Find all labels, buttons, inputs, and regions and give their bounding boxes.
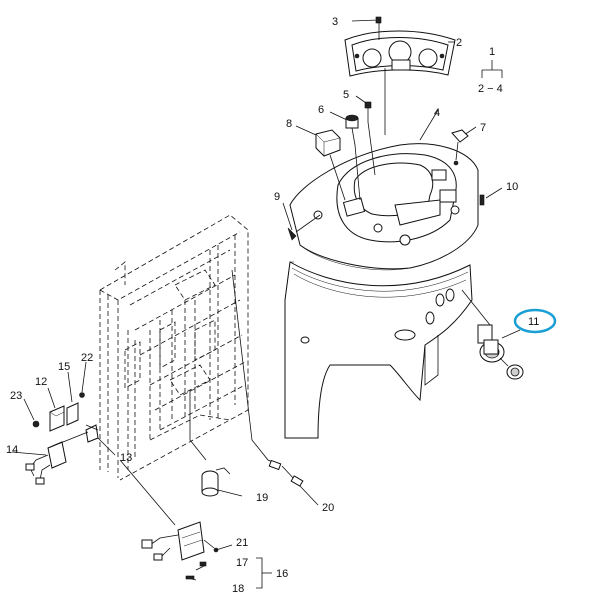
callout-21: 21 — [236, 537, 248, 549]
switch-7 — [451, 126, 477, 166]
callout-20: 20 — [322, 502, 334, 514]
screw-3 — [351, 16, 382, 40]
dash-panel — [289, 143, 479, 271]
callout-2: 2 — [456, 37, 462, 49]
callout-7: 7 — [480, 122, 486, 134]
callout-12: 12 — [35, 376, 47, 388]
callout-15: 15 — [58, 361, 70, 373]
callout-10: 10 — [506, 181, 518, 193]
callout-3: 3 — [332, 16, 338, 28]
leader-lines — [85, 41, 455, 431]
callout-14: 14 — [6, 444, 18, 456]
callout-9: 9 — [274, 191, 280, 203]
frame-assembly — [99, 214, 249, 481]
group-range-label: 2 − 4 — [478, 83, 503, 95]
switch-6 — [329, 111, 361, 201]
callout-22: 22 — [81, 352, 93, 364]
highlight-ring — [513, 308, 557, 334]
callout-5: 5 — [343, 89, 349, 101]
callout-6: 6 — [318, 104, 324, 116]
harness-14 — [11, 431, 89, 485]
callout-17: 17 — [236, 557, 248, 569]
callout-labels: 3 2 1 2 − 4 5 6 4 8 7 10 9 11 22 15 12 2… — [6, 16, 539, 595]
switch-8 — [295, 125, 346, 201]
instrument-meter — [344, 30, 456, 135]
screw-23 — [23, 398, 40, 428]
callout-16: 16 — [276, 568, 288, 580]
connector-20 — [231, 269, 319, 506]
callout-4: 4 — [434, 107, 440, 119]
sensor-19 — [189, 390, 243, 497]
callout-23: 23 — [10, 390, 22, 402]
lower-cover — [284, 261, 473, 439]
callout-18: 18 — [232, 583, 244, 595]
relay-13 — [85, 424, 116, 456]
harness-16 — [119, 459, 272, 589]
callout-13: 13 — [120, 452, 132, 464]
component-15 — [66, 371, 79, 426]
bolt-5 — [355, 95, 376, 176]
component-12 — [47, 387, 65, 432]
callout-19: 19 — [256, 492, 268, 504]
screw-22 — [79, 361, 87, 398]
group-bracket — [481, 60, 503, 78]
key-switch-11 — [461, 289, 524, 380]
callout-1: 1 — [489, 46, 495, 58]
callout-11: 11 — [528, 316, 539, 328]
screw-10 — [479, 187, 503, 206]
screw-9 — [282, 202, 321, 241]
callout-8: 8 — [286, 118, 292, 130]
